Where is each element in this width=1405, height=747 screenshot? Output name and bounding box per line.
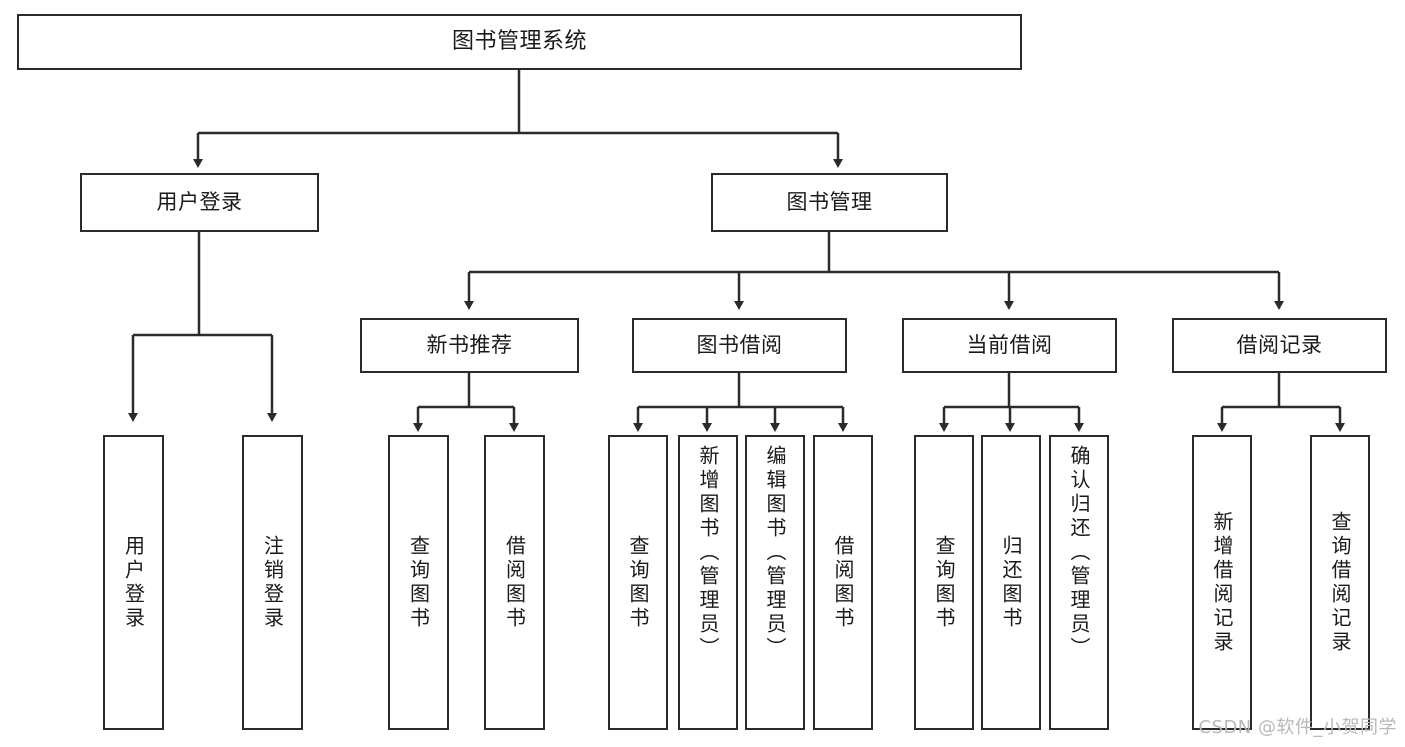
leaf-logout[interactable]: 注销登录	[242, 435, 303, 730]
node-current-borrow[interactable]: 当前借阅	[902, 318, 1117, 373]
node-book-borrow-label: 图书借阅	[696, 333, 783, 357]
leaf-edit-book-admin-label: 编辑图书（管理员）	[763, 445, 787, 661]
leaf-query-book-borrow-label: 查询图书	[626, 534, 650, 631]
node-book-management-label: 图书管理	[786, 190, 873, 214]
leaf-logout-label: 注销登录	[260, 534, 285, 631]
leaf-query-book-newbook[interactable]: 查询图书	[388, 435, 449, 730]
node-new-book-recommend-label: 新书推荐	[426, 333, 513, 357]
leaf-borrow-book-newbook-label: 借阅图书	[502, 534, 527, 631]
leaf-borrow-book-newbook[interactable]: 借阅图书	[484, 435, 545, 730]
leaf-query-book-newbook-label: 查询图书	[406, 534, 431, 631]
leaf-return-book[interactable]: 归还图书	[981, 435, 1041, 730]
node-root-label: 图书管理系统	[451, 29, 587, 54]
leaf-query-book-current-label: 查询图书	[932, 534, 956, 631]
watermark: CSDN @软件_小贺同学	[1198, 717, 1397, 738]
node-current-borrow-label: 当前借阅	[966, 333, 1053, 357]
leaf-add-book-admin-label: 新增图书（管理员）	[696, 445, 720, 661]
leaf-confirm-return-admin[interactable]: 确认归还（管理员）	[1049, 435, 1109, 730]
node-borrow-records-label: 借阅记录	[1236, 333, 1323, 357]
node-root[interactable]: 图书管理系统	[17, 14, 1022, 70]
node-book-management[interactable]: 图书管理	[711, 173, 948, 232]
node-book-borrow[interactable]: 图书借阅	[632, 318, 847, 373]
leaf-add-book-admin[interactable]: 新增图书（管理员）	[678, 435, 738, 730]
leaf-user-login[interactable]: 用户登录	[103, 435, 164, 730]
leaf-add-borrow-record-label: 新增借阅记录	[1210, 510, 1234, 655]
node-borrow-records[interactable]: 借阅记录	[1172, 318, 1387, 373]
leaf-return-book-label: 归还图书	[999, 534, 1023, 631]
leaf-borrow-book-borrow[interactable]: 借阅图书	[813, 435, 873, 730]
leaf-edit-book-admin[interactable]: 编辑图书（管理员）	[745, 435, 805, 730]
leaf-add-borrow-record[interactable]: 新增借阅记录	[1192, 435, 1252, 730]
leaf-borrow-book-borrow-label: 借阅图书	[831, 534, 855, 631]
node-user-login[interactable]: 用户登录	[80, 173, 319, 232]
node-user-login-label: 用户登录	[156, 190, 243, 214]
leaf-query-borrow-record-label: 查询借阅记录	[1328, 510, 1352, 655]
leaf-query-book-current[interactable]: 查询图书	[914, 435, 974, 730]
leaf-query-borrow-record[interactable]: 查询借阅记录	[1310, 435, 1370, 730]
node-new-book-recommend[interactable]: 新书推荐	[360, 318, 579, 373]
leaf-confirm-return-admin-label: 确认归还（管理员）	[1067, 445, 1091, 661]
leaf-query-book-borrow[interactable]: 查询图书	[608, 435, 668, 730]
leaf-user-login-label: 用户登录	[121, 534, 146, 631]
